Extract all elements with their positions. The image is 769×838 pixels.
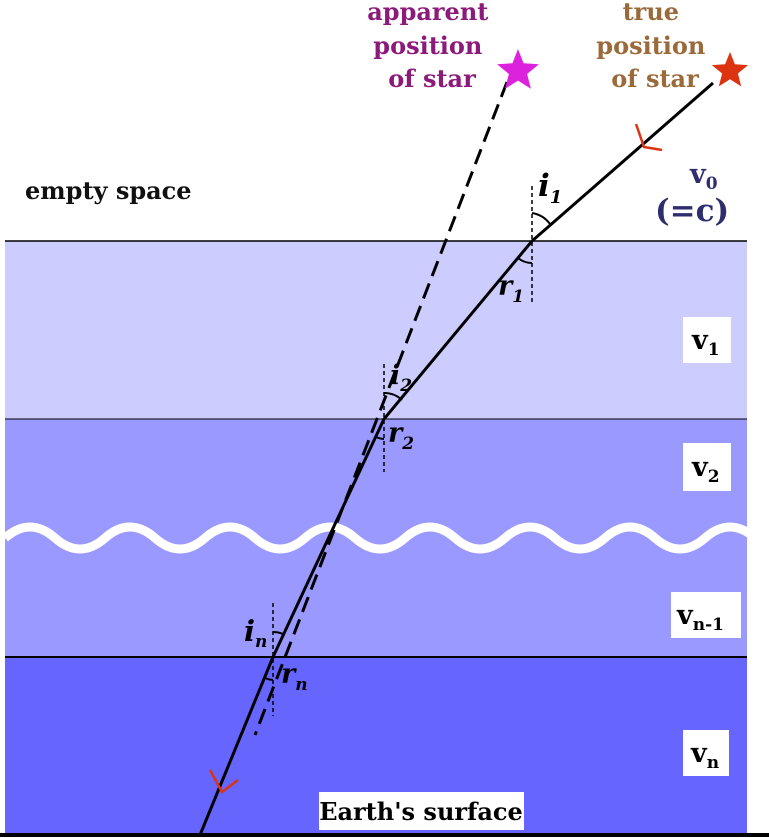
- svg-text:vn: vn: [690, 738, 719, 773]
- angle-label-in: in: [244, 614, 267, 652]
- apparent-sight-line: [253, 81, 509, 736]
- velocity-vn-box: vn: [683, 730, 729, 776]
- angle-label-r1: r1: [498, 271, 524, 307]
- ray-direction-arrow-top: [634, 123, 663, 152]
- light-ray-path: [198, 81, 714, 836]
- layer-2: [5, 419, 747, 657]
- angle-arc-i2: [383, 391, 403, 401]
- speed-of-light-label: (=c): [655, 193, 729, 229]
- angle-label-i2: i2: [390, 360, 412, 396]
- angle-arc-r1: [517, 257, 533, 265]
- true-position-label: true position of star: [596, 0, 713, 93]
- empty-space-label: empty space: [25, 176, 192, 205]
- velocity-vn1-box: vn-1: [671, 592, 741, 638]
- star-icon: [497, 49, 539, 89]
- velocity-v0-label: v0: [689, 159, 718, 194]
- angle-label-rn: rn: [281, 659, 308, 695]
- apparent-position-label: apparent position of star: [367, 0, 496, 93]
- svg-text:vn-1: vn-1: [676, 600, 724, 635]
- svg-text:v1: v1: [691, 325, 720, 360]
- earth-surface-label: Earth's surface: [319, 792, 524, 830]
- velocity-v2-box: v2: [683, 443, 731, 491]
- angle-arc-rn: [264, 677, 274, 681]
- layer-break-wave: [2, 522, 758, 554]
- star-icon: [711, 52, 749, 87]
- angle-label-r2: r2: [388, 418, 414, 454]
- angle-label-i1: i1: [538, 168, 562, 208]
- svg-text:v2: v2: [691, 452, 720, 487]
- velocity-v1-box: v1: [683, 317, 731, 363]
- angle-arc-r2: [375, 436, 385, 440]
- angle-arc-i1: [531, 212, 551, 225]
- angle-arc-in: [272, 630, 284, 635]
- svg-text:Earth's surface: Earth's surface: [319, 797, 523, 826]
- layer-1: [5, 241, 747, 419]
- ray-direction-arrow-bottom: [208, 769, 239, 794]
